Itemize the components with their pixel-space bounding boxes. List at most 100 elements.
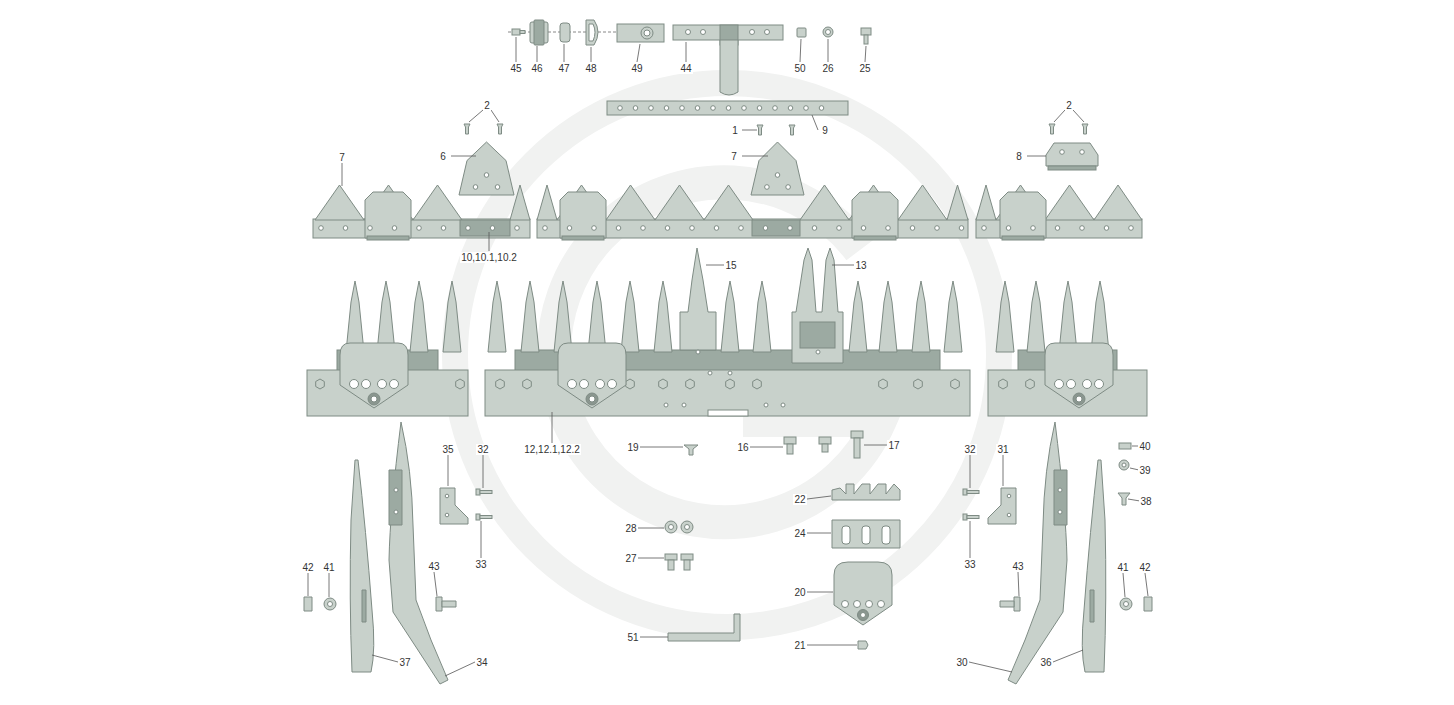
part-shape [763, 226, 768, 231]
callout-number: 26 [821, 63, 834, 74]
callout-number: 21 [793, 640, 806, 651]
part-shape [1007, 513, 1011, 517]
part-shape [589, 396, 595, 402]
part-shape [476, 514, 480, 520]
callout-number: 37 [398, 657, 411, 668]
part-shape [1045, 185, 1094, 220]
part-shape [704, 185, 753, 220]
leader-line [742, 156, 768, 157]
part-shape [711, 106, 716, 111]
part-shape [684, 445, 698, 455]
part-shape [681, 521, 693, 533]
part-shape [912, 281, 930, 352]
part-shape [365, 192, 411, 238]
part-shape [410, 281, 428, 352]
part-shape [819, 106, 824, 111]
part-shape [1006, 226, 1011, 231]
part-shape [441, 226, 446, 231]
part-shape [319, 226, 324, 231]
part-shape [362, 380, 371, 389]
part-shape [350, 380, 359, 389]
part-shape [861, 28, 871, 35]
callout-number: 6 [439, 151, 447, 162]
part-shape [757, 125, 763, 135]
callout-number: 33 [963, 559, 976, 570]
divider-part [1054, 470, 1067, 525]
callout-number: 41 [1116, 562, 1129, 573]
callout-number: 51 [626, 632, 639, 643]
leader-line [1054, 110, 1065, 122]
part-shape [696, 350, 700, 354]
leader-line [1145, 573, 1148, 596]
part-shape [765, 185, 770, 190]
part-shape [473, 185, 478, 190]
part-shape [864, 35, 868, 44]
callout-number: 22 [793, 494, 806, 505]
part-shape [701, 30, 706, 35]
callout-number: 15 [724, 260, 737, 271]
part-shape [753, 281, 771, 352]
leader-lines [308, 37, 1148, 676]
callout-number: 43 [427, 561, 440, 572]
part-shape [512, 29, 520, 35]
part-shape [720, 40, 738, 95]
part-shape [822, 444, 828, 452]
part-shape [680, 106, 685, 111]
hex-bolt [496, 379, 505, 389]
part-shape [686, 30, 691, 35]
part-shape [616, 226, 621, 231]
part-shape [816, 350, 820, 354]
callout-number: 13 [854, 260, 867, 271]
part-shape [480, 516, 492, 519]
part-shape [851, 431, 863, 438]
leader-line [552, 412, 553, 443]
part-shape [879, 281, 897, 352]
part-shape [967, 491, 979, 494]
part-shape [417, 226, 422, 231]
part-shape [1000, 192, 1046, 238]
part-shape [1055, 380, 1064, 389]
part-shape [520, 31, 525, 34]
leader-line [537, 46, 538, 62]
part-shape [668, 560, 674, 570]
part-shape [682, 403, 686, 407]
part-shape [445, 513, 449, 517]
part-shape [1049, 124, 1055, 134]
divider-part [1144, 597, 1152, 611]
divider-part [442, 601, 456, 607]
callout-number: 10,10.1,10.2 [460, 252, 518, 263]
hex-bolt [523, 379, 532, 389]
watermark [455, 83, 999, 627]
part-shape [621, 281, 639, 352]
part-shape [617, 24, 664, 42]
part-shape [1007, 494, 1011, 498]
part-shape [832, 520, 900, 548]
part-shape [1080, 150, 1085, 155]
callout-number: 41 [322, 562, 335, 573]
leader-line [434, 572, 437, 596]
callout-number: 1 [731, 125, 739, 136]
part-shape [739, 226, 744, 231]
part-shape [708, 371, 712, 375]
part-shape [854, 601, 861, 608]
part-shape [852, 192, 898, 238]
part-shape [787, 444, 793, 454]
part-shape [497, 124, 503, 134]
part-shape [1067, 380, 1076, 389]
leader-line [970, 455, 971, 488]
part-shape [797, 28, 806, 37]
part-shape [644, 30, 650, 36]
part-shape [854, 236, 896, 240]
part-shape [812, 226, 817, 231]
part-shape [466, 226, 471, 231]
part-shape [708, 410, 748, 416]
callout-number: 44 [679, 63, 692, 74]
divider-part [350, 460, 374, 672]
callout-number: 17 [887, 440, 900, 451]
callout-number: 47 [557, 63, 570, 74]
part-shape [665, 521, 677, 533]
leader-line [640, 447, 683, 448]
leader-line [1027, 156, 1046, 157]
part-shape [1094, 185, 1142, 220]
